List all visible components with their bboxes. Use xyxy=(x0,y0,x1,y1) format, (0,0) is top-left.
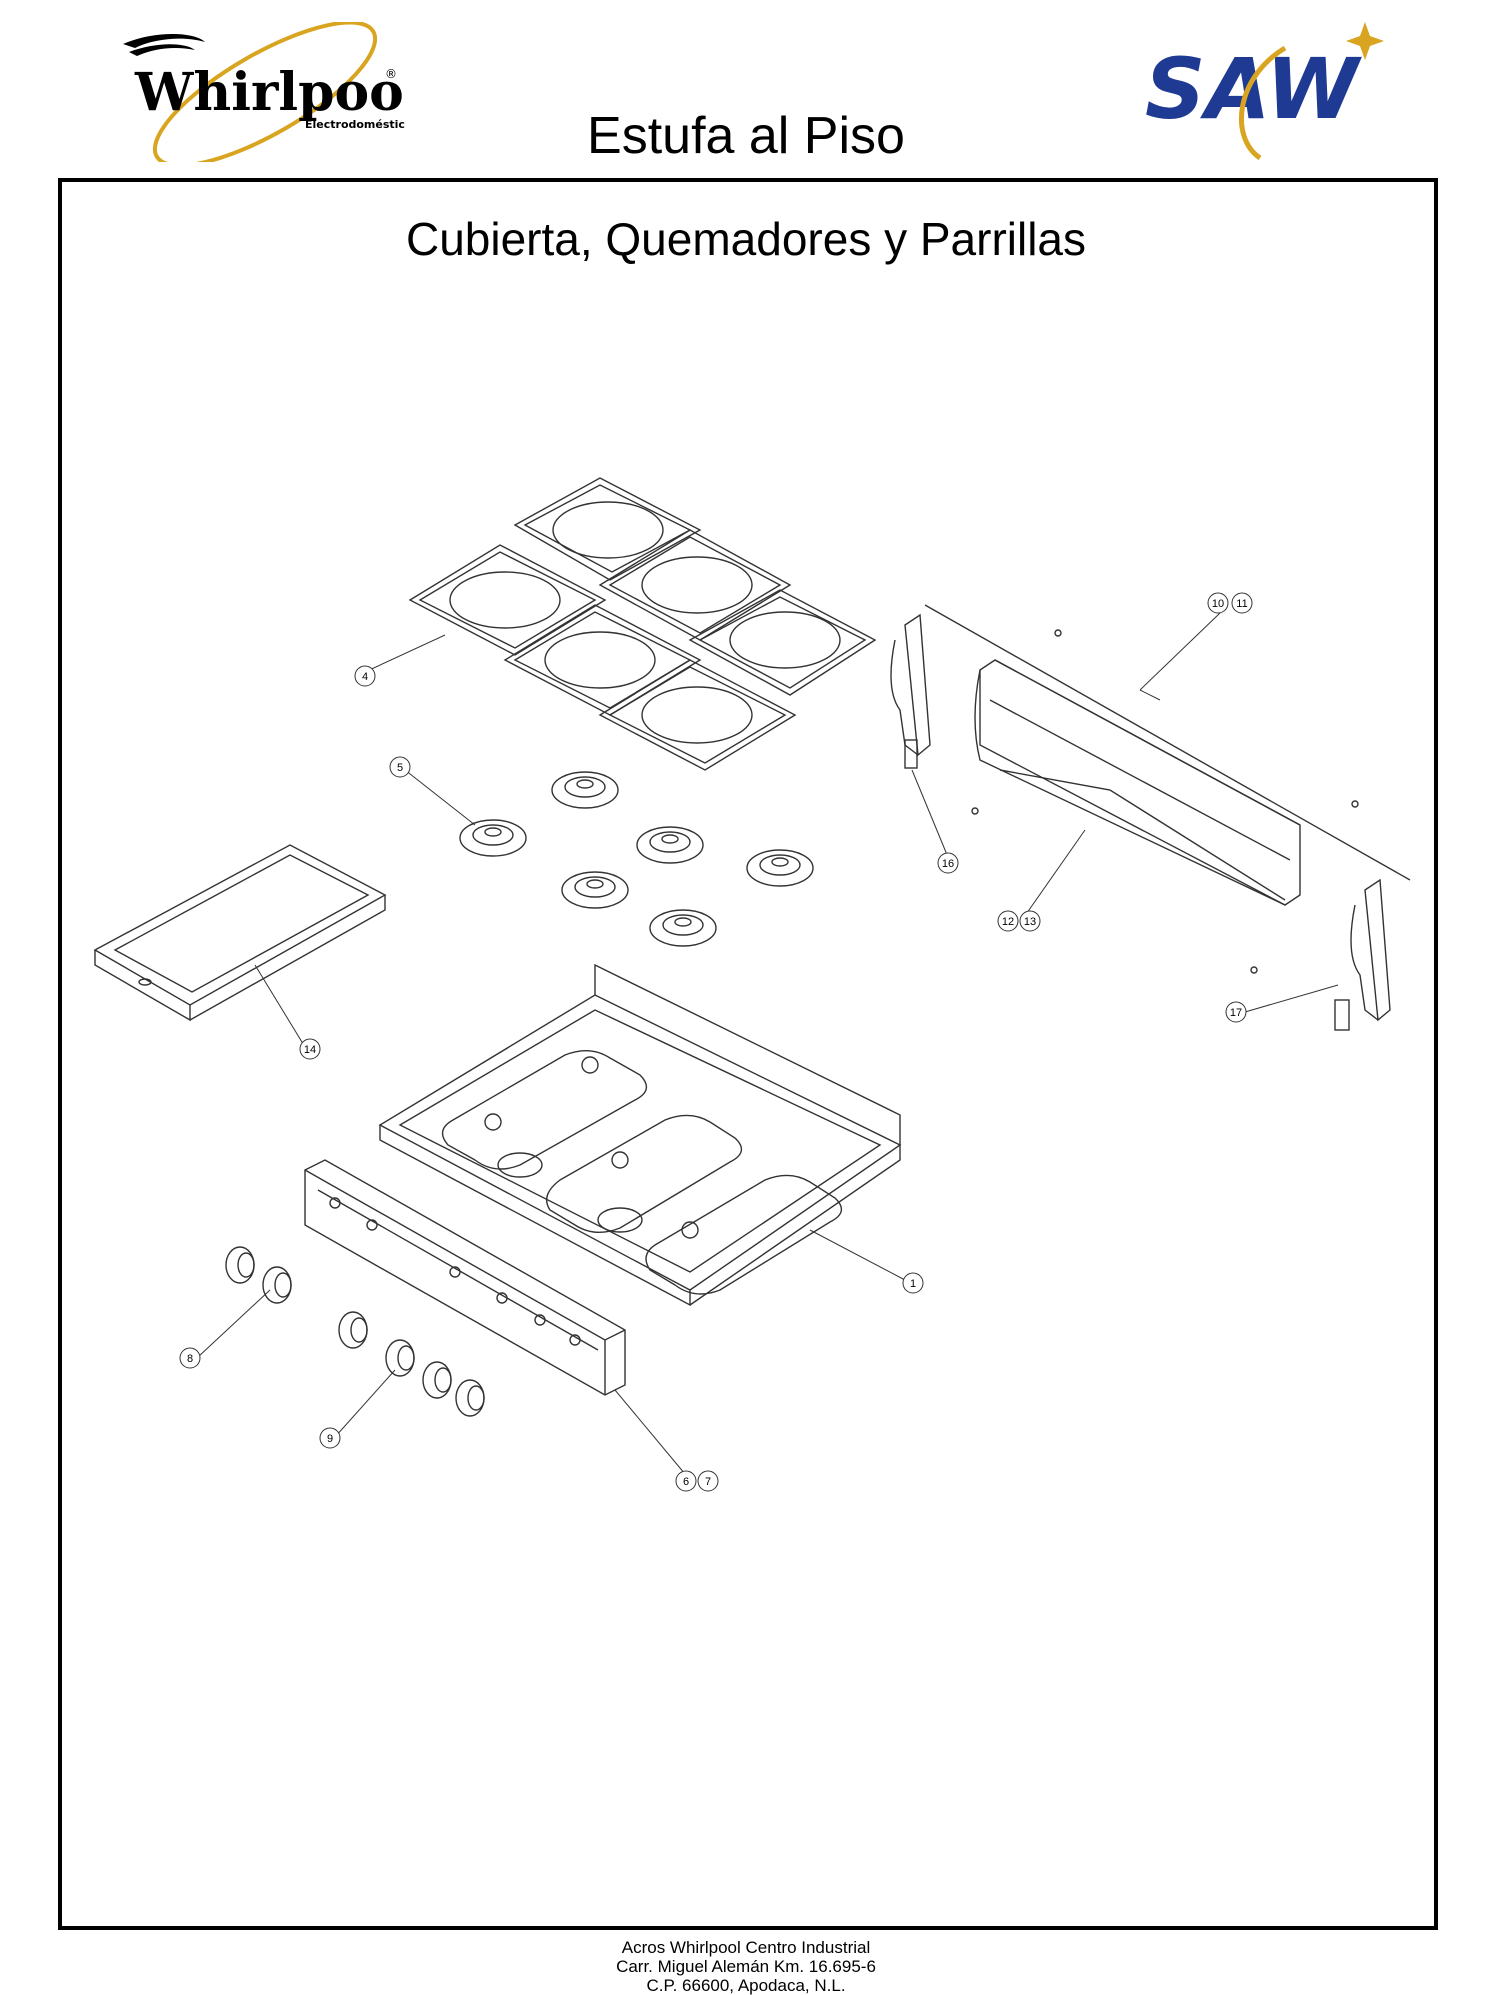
cooktop xyxy=(378,963,902,1307)
svg-text:6: 6 xyxy=(683,1476,689,1488)
svg-text:12: 12 xyxy=(1002,916,1014,928)
callout-13: 13 xyxy=(1019,910,1041,932)
callout-5: 5 xyxy=(389,756,411,778)
section-title: Cubierta, Quemadores y Parrillas xyxy=(405,213,1087,265)
callout-10: 10 xyxy=(1207,592,1229,614)
svg-text:5: 5 xyxy=(397,762,403,774)
screws xyxy=(971,629,1359,974)
callout-9: 9 xyxy=(319,1427,341,1449)
callout-4: 4 xyxy=(354,665,376,687)
svg-text:10: 10 xyxy=(1212,598,1224,610)
footer-line-3: C.P. 66600, Apodaca, N.L. xyxy=(646,1976,846,1995)
burners xyxy=(459,771,814,947)
backguard xyxy=(924,604,1411,906)
callout-7: 7 xyxy=(697,1470,719,1492)
callout-8: 8 xyxy=(179,1347,201,1369)
callout-12: 12 xyxy=(997,910,1019,932)
callout-17: 17 xyxy=(1225,1001,1247,1023)
whirlpool-subtitle: Electrodomésticos xyxy=(305,118,405,131)
footer-line-2: Carr. Miguel Alemán Km. 16.695-6 xyxy=(616,1957,876,1976)
document-title: Estufa al Piso xyxy=(587,107,905,165)
star-icon xyxy=(1346,22,1384,60)
footer-address: Acros Whirlpool Centro Industrial Carr. … xyxy=(0,1938,1492,1995)
saw-wordmark: SAW xyxy=(1145,40,1363,138)
right-bracket xyxy=(1334,878,1391,1031)
callouts: 4 5 10 11 16 12 13 17 14 1 8 9 6 7 xyxy=(179,592,1253,1492)
svg-text:14: 14 xyxy=(304,1044,316,1056)
callout-14: 14 xyxy=(299,1038,321,1060)
knobs xyxy=(225,1246,485,1417)
control-panel xyxy=(304,1159,626,1396)
whirlpool-logo: Whirlpool ® Electrodomésticos xyxy=(123,22,405,162)
svg-text:7: 7 xyxy=(705,1476,711,1488)
saw-logo: SAW xyxy=(1145,22,1384,161)
svg-text:16: 16 xyxy=(942,858,954,870)
svg-text:4: 4 xyxy=(362,671,368,683)
left-bracket xyxy=(890,613,931,769)
glass-lid xyxy=(93,844,387,1022)
leader-lines xyxy=(197,612,1339,1481)
registered-mark: ® xyxy=(385,67,397,81)
whirlpool-wordmark: Whirlpool xyxy=(134,62,405,123)
svg-text:9: 9 xyxy=(327,1433,333,1445)
grates-assembly xyxy=(408,477,877,771)
svg-text:8: 8 xyxy=(187,1353,193,1365)
callout-6: 6 xyxy=(675,1470,697,1492)
svg-text:1: 1 xyxy=(910,1278,916,1290)
footer-line-1: Acros Whirlpool Centro Industrial xyxy=(621,1938,871,1957)
svg-text:13: 13 xyxy=(1024,916,1036,928)
svg-text:17: 17 xyxy=(1230,1007,1242,1019)
diagram-frame xyxy=(58,178,1438,1930)
callout-11: 11 xyxy=(1231,592,1253,614)
callout-1: 1 xyxy=(902,1272,924,1294)
callout-16: 16 xyxy=(937,852,959,874)
svg-text:11: 11 xyxy=(1236,598,1247,610)
